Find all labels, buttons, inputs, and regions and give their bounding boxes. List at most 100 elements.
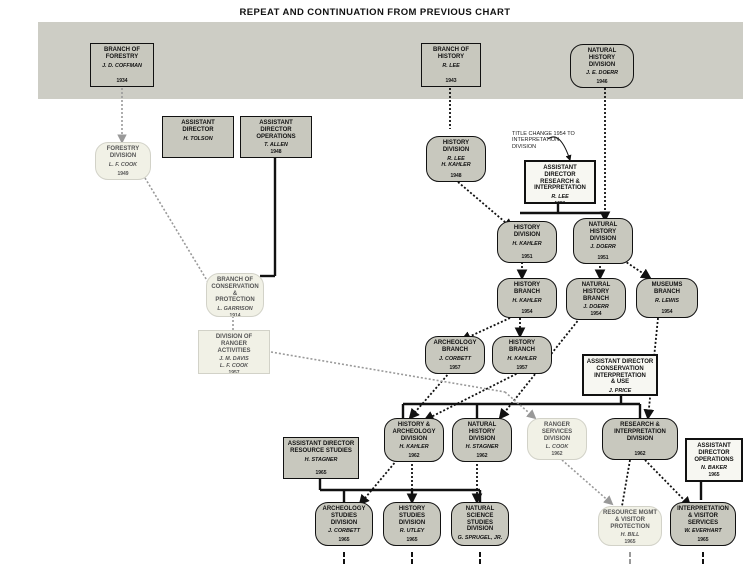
node-title: ARCHEOLOGY BRANCH	[433, 340, 477, 353]
node-name: H. KAHLER	[399, 444, 429, 451]
node-title: DIVISION OF RANGER ACTIVITIES	[215, 334, 253, 354]
node-year: 1949	[117, 171, 129, 177]
archeology-branch-box: ARCHEOLOGY BRANCH J. CORBETT 1957	[425, 336, 485, 374]
node-title: BRANCH OF HISTORY	[433, 47, 469, 60]
dot-ha-to-arch	[358, 459, 398, 506]
resource-mgmt-visitor-protection-box: RESOURCE MGMT & VISITOR PROTECTION H. BI…	[598, 506, 662, 546]
node-name: J. PRICE	[608, 388, 632, 395]
node-year: 1951	[597, 255, 609, 261]
node-year: 1943	[445, 78, 457, 84]
node-title: NATURAL HISTORY DIVISION	[467, 422, 497, 442]
node-title: MUSEUMS BRANCH	[651, 282, 683, 295]
node-title: ASSISTANT DIRECTOR RESEARCH & INTERPRETA…	[534, 165, 586, 192]
chart-title: REPEAT AND CONTINUATION FROM PREVIOUS CH…	[239, 7, 511, 18]
node-title: BRANCH OF CONSERVATION & PROTECTION	[211, 277, 259, 304]
node-year: 1961	[614, 395, 625, 396]
node-year: 1965	[697, 537, 709, 543]
node-name: T. ALLEN	[264, 142, 288, 149]
assistant-director-tolson-box: ASSISTANT DIRECTOR H. TOLSON	[162, 116, 234, 158]
continuation-stub	[411, 552, 413, 557]
node-name: H. TOLSON	[183, 135, 213, 142]
continuation-stub	[343, 552, 345, 557]
natural-history-1951-box: NATURAL HISTORY DIVISION J. DOERR 1951	[573, 218, 633, 264]
dot-museums-to-ri	[643, 317, 659, 421]
ranger-activities-box: DIVISION OF RANGER ACTIVITIES J. M. DAVI…	[198, 330, 270, 374]
node-title: HISTORY BRANCH	[513, 282, 541, 295]
node-name: R. LEWIS	[655, 297, 679, 304]
node-year: 1957	[516, 365, 528, 371]
node-title: NATURAL HISTORY DIVISION	[587, 48, 617, 68]
continuation-stub	[479, 559, 481, 564]
dot-services-to-resmgmt	[561, 459, 614, 506]
node-year: 1914	[229, 312, 241, 317]
node-name: R. LEE H. KAHLER	[441, 155, 471, 169]
node-year: 1965	[708, 472, 720, 478]
node-name: H. STAGNER	[465, 444, 499, 451]
continuation-stub	[479, 552, 481, 557]
museums-branch-box: MUSEUMS BRANCH R. LEWIS 1954	[636, 278, 698, 318]
node-title: RESEARCH & INTERPRETATION DIVISION	[614, 422, 666, 442]
natural-history-branch-1954-box: NATURAL HISTORY BRANCH J. DOERR 1954	[566, 278, 626, 320]
node-title: HISTORY DIVISION	[442, 140, 470, 153]
forestry-division-box: FORESTRY DIVISION L. F. COOK 1949	[95, 142, 151, 180]
node-year: 1954	[521, 309, 533, 315]
node-title: HISTORY BRANCH	[508, 340, 536, 353]
title-change-note: TITLE CHANGE 1954 TO INTERPRETATION DIVI…	[512, 131, 575, 150]
dot-ri-to-resmgmt	[621, 459, 631, 507]
node-year: 1965	[624, 538, 636, 545]
node-year: 1948	[270, 149, 282, 155]
node-year: 1954	[661, 309, 673, 315]
node-year: 1957	[449, 365, 461, 371]
node-name: R. LEE	[551, 194, 569, 201]
node-name: J. M. DAVIS L. F. COOK	[219, 356, 249, 369]
dot-ri-to-interp	[644, 459, 692, 508]
node-title: NATURAL HISTORY DIVISION	[588, 222, 618, 242]
assistant-director-research-box: ASSISTANT DIRECTOR RESEARCH & INTERPRETA…	[524, 160, 596, 204]
node-year: 1948	[450, 173, 462, 179]
assistant-director-operations-allen-box: ASSISTANT DIRECTOR OPERATIONS T. ALLEN 1…	[240, 116, 312, 158]
node-title: HISTORY STUDIES DIVISION	[398, 506, 426, 526]
node-title: NATURAL HISTORY BRANCH	[581, 282, 611, 302]
node-title: HISTORY DIVISION	[513, 225, 541, 238]
node-year: 1965	[406, 537, 418, 543]
node-title: ASSISTANT DIRECTOR	[181, 120, 215, 133]
node-name: H. KAHLER	[507, 355, 537, 362]
node-name: N. BAKER	[700, 465, 728, 472]
node-name: W. EVERHART	[684, 528, 722, 535]
node-name: H. KAHLER	[512, 297, 542, 304]
node-year: 1934	[116, 78, 128, 84]
node-title: RANGER SERVICES DIVISION	[541, 422, 573, 442]
node-name: H. BILL	[620, 532, 640, 539]
dot-ranger-curve	[504, 391, 537, 420]
node-name: J. DOERR	[583, 304, 609, 311]
assistant-director-conservation-box: ASSISTANT DIRECTOR CONSERVATION INTERPRE…	[582, 354, 658, 396]
node-title: INTERPRETATION & VISITOR SERVICES	[677, 506, 729, 526]
node-title: FORESTRY DIVISION	[106, 146, 140, 159]
history-studies-division-box: HISTORY STUDIES DIVISION R. UTLEY 1965	[383, 502, 441, 546]
node-name: L. F. COOK	[108, 161, 138, 168]
node-title: NATURAL SCIENCE STUDIES DIVISION	[465, 506, 495, 533]
node-name: J. D. COFFMAN	[102, 62, 142, 69]
continuation-stub	[629, 552, 631, 557]
ranger-services-division-box: RANGER SERVICES DIVISION L. COOK 1962	[527, 418, 587, 460]
history-branch-1954-box: HISTORY BRANCH H. KAHLER 1954	[497, 278, 557, 318]
node-name: J. DOERR	[590, 244, 616, 251]
assistant-director-operations-baker-box: ASSISTANT DIRECTOR OPERATIONS N. BAKER 1…	[685, 438, 743, 482]
node-title: BRANCH OF FORESTRY	[104, 47, 140, 60]
history-division-1951-box: HISTORY DIVISION H. KAHLER 1951	[497, 221, 557, 263]
node-name: J. E. DOERR	[585, 70, 619, 77]
research-interpretation-division-box: RESEARCH & INTERPRETATION DIVISION 1962	[602, 418, 678, 460]
dot-hist57-to-ha	[423, 371, 521, 421]
node-year: 1951	[521, 254, 533, 260]
node-year: 1965	[338, 537, 350, 543]
dot-ranger-to-services	[270, 351, 506, 393]
node-year: 1965	[315, 470, 327, 476]
note-arrow	[547, 136, 572, 162]
node-year: 1962	[634, 451, 646, 457]
node-name: J. CORBETT	[327, 528, 361, 535]
continuation-stub	[702, 552, 704, 557]
node-name: J. CORBETT	[438, 355, 472, 362]
node-name: R. UTLEY	[399, 528, 425, 535]
node-title: ASSISTANT DIRECTOR RESOURCE STUDIES	[287, 441, 355, 454]
